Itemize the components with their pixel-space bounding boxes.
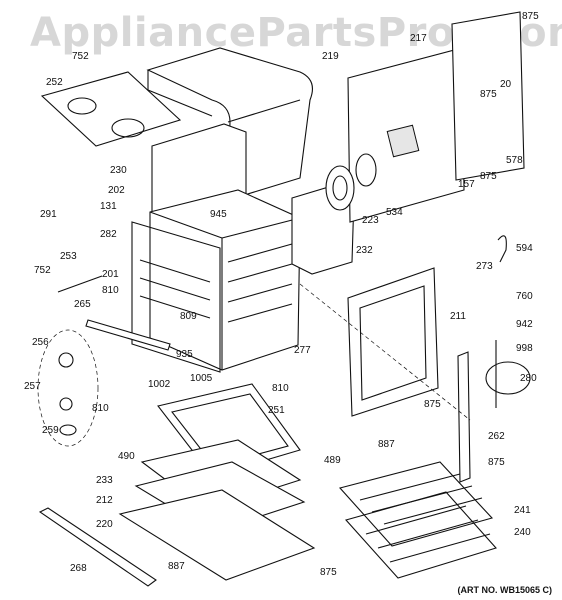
callout-131: 131 [100, 201, 117, 212]
lower-trim-part[interactable] [38, 507, 157, 587]
callout-875-f: 875 [488, 457, 505, 468]
callout-259: 259 [42, 425, 59, 436]
callout-223: 223 [362, 215, 379, 226]
callout-251: 251 [268, 405, 285, 416]
callout-578: 578 [506, 155, 523, 166]
callout-252: 252 [46, 77, 63, 88]
callout-998: 998 [516, 343, 533, 354]
callout-489: 489 [324, 455, 341, 466]
callout-594: 594 [516, 243, 533, 254]
element-bracket-part[interactable] [457, 351, 471, 483]
callout-887: 887 [168, 561, 185, 572]
callout-810-c: 810 [272, 383, 289, 394]
callout-262: 262 [488, 431, 505, 442]
callout-201: 201 [102, 269, 119, 280]
oven-rack-part[interactable] [338, 461, 497, 579]
callout-760: 760 [516, 291, 533, 302]
switch-assembly-outline [37, 329, 99, 447]
switch-assembly-part[interactable] [58, 352, 77, 436]
hinge-rod-part[interactable] [57, 275, 103, 293]
callout-273: 273 [476, 261, 493, 272]
bottom-cover-part[interactable] [118, 489, 316, 581]
callout-1002: 1002 [148, 379, 171, 390]
callout-257: 257 [24, 381, 41, 392]
callout-232: 232 [356, 245, 373, 256]
callout-253: 253 [60, 251, 77, 262]
callout-875: 875 [320, 567, 337, 578]
callout-256: 256 [32, 337, 49, 348]
callout-945: 945 [210, 209, 227, 220]
callout-280: 280 [520, 373, 537, 384]
callout-935: 935 [176, 349, 193, 360]
alignment-line [299, 283, 471, 421]
callout-202: 202 [108, 185, 125, 196]
sensor-wire-part[interactable] [497, 235, 507, 263]
vent-plate-part[interactable] [40, 71, 182, 147]
callout-268: 268 [70, 563, 87, 574]
convection-fan-part[interactable] [325, 153, 377, 211]
callout-157: 157 [458, 179, 475, 190]
side-bracket-part[interactable] [451, 11, 525, 181]
callout-942: 942 [516, 319, 533, 330]
callout-291: 291 [40, 209, 57, 220]
art-number: (ART NO. WB15065 C) [457, 585, 552, 595]
callout-212: 212 [96, 495, 113, 506]
callout-875-d: 875 [480, 171, 497, 182]
callout-534: 534 [386, 207, 403, 218]
callout-233: 233 [96, 475, 113, 486]
callout-875-c: 875 [480, 89, 497, 100]
callout-809: 809 [180, 311, 197, 322]
callout-752-b: 752 [34, 265, 51, 276]
oven-cavity-part[interactable] [131, 189, 301, 373]
callout-220: 220 [96, 519, 113, 530]
callout-219: 219 [322, 51, 339, 62]
callout-217: 217 [410, 33, 427, 44]
callout-875-e: 875 [424, 399, 441, 410]
callout-265: 265 [74, 299, 91, 310]
callout-752: 752 [72, 51, 89, 62]
back-panel-part[interactable] [347, 47, 465, 223]
callout-282: 282 [100, 229, 117, 240]
front-frame-part[interactable] [347, 267, 439, 417]
callout-230: 230 [110, 165, 127, 176]
trim-strip-part[interactable] [85, 319, 171, 351]
callout-810: 810 [102, 285, 119, 296]
probe-part[interactable] [485, 340, 531, 408]
callout-875-b: 875 [522, 11, 539, 22]
callout-887-b: 887 [378, 439, 395, 450]
callout-241: 241 [514, 505, 531, 516]
callout-211: 211 [450, 311, 466, 322]
callout-240: 240 [514, 527, 531, 538]
callout-490: 490 [118, 451, 135, 462]
callout-810-b: 810 [92, 403, 109, 414]
callout-20: 20 [500, 79, 512, 90]
callout-277: 277 [294, 345, 311, 356]
callout-1005: 1005 [190, 373, 213, 384]
